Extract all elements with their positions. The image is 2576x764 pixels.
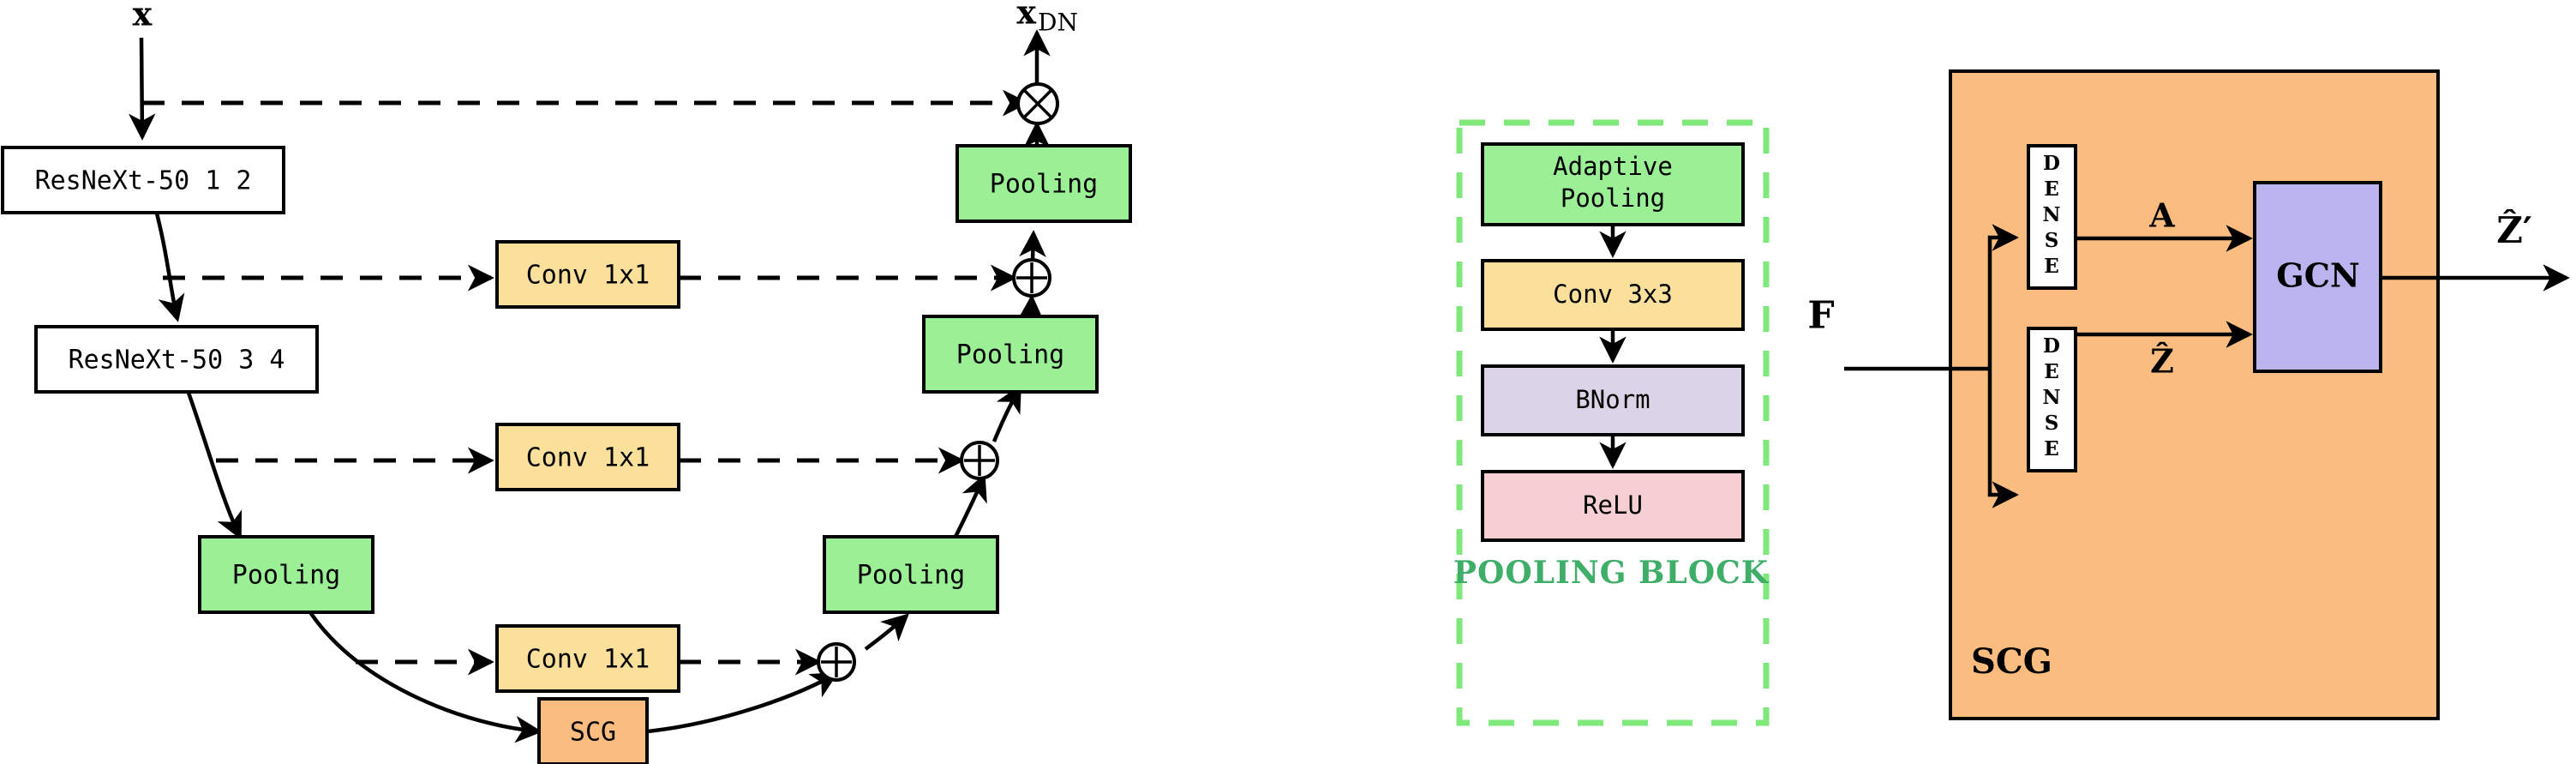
- node-dense-bottom[interactable]: D E N S E: [2027, 327, 2077, 472]
- node-conv1x1-level1-label: Conv 1x1: [526, 261, 650, 291]
- node-conv1x1-level3[interactable]: Conv 1x1: [495, 624, 680, 693]
- edge-input-to-resnext12: [129, 37, 156, 141]
- node-pooling-decoder2-label: Pooling: [956, 340, 1064, 370]
- node-pooling-decoder3-label: Pooling: [857, 561, 965, 591]
- edge-poolenc-to-scg: [309, 611, 542, 743]
- svg-text:D: D: [2043, 152, 2060, 175]
- node-conv3x3-label: Conv 3x3: [1553, 280, 1673, 309]
- edge-pooldec3-to-add2: [951, 473, 987, 542]
- output-label-x-base: x: [1016, 0, 1036, 32]
- svg-text:N: N: [2042, 203, 2060, 226]
- svg-text:E: E: [2044, 437, 2059, 460]
- node-scg-small[interactable]: SCG: [537, 697, 649, 764]
- node-conv3x3[interactable]: Conv 3x3: [1481, 259, 1745, 331]
- node-resnext34[interactable]: ResNeXt-50 3 4: [34, 325, 319, 394]
- node-dense-top[interactable]: D E N S E: [2027, 144, 2077, 290]
- output-label-dn-sub: DN: [1038, 9, 1078, 37]
- edge-label-A: A: [2148, 196, 2175, 235]
- output-label-xdn: x DN: [1016, 0, 1078, 37]
- svg-text:N: N: [2042, 386, 2060, 409]
- node-resnext12-label: ResNeXt-50 1 2: [35, 166, 252, 196]
- edge-resnext12-to-resnext34: [154, 213, 185, 322]
- svg-text:S: S: [2045, 229, 2059, 252]
- svg-text:E: E: [2044, 255, 2059, 278]
- node-bnorm-label: BNorm: [1575, 385, 1650, 414]
- edge-scg-to-add3: [646, 672, 839, 734]
- node-resnext12[interactable]: ResNeXt-50 1 2: [1, 146, 285, 214]
- scg-container: SCG: [1949, 69, 2440, 720]
- node-conv1x1-level2[interactable]: Conv 1x1: [495, 423, 680, 491]
- node-adaptive-pooling[interactable]: Adaptive Pooling: [1481, 142, 1745, 226]
- edge-add2-to-pooldec2: [991, 384, 1021, 442]
- operator-add-1[interactable]: [1012, 258, 1051, 298]
- node-relu[interactable]: ReLU: [1481, 470, 1745, 542]
- edge-resnext34-to-poolenc: [186, 392, 243, 540]
- svg-text:D: D: [2043, 334, 2060, 358]
- node-gcn-label: GCN: [2276, 256, 2359, 295]
- node-scg-small-label: SCG: [570, 718, 616, 748]
- edge-label-Zhat: Ẑ: [2150, 342, 2174, 381]
- operator-add-3[interactable]: [817, 642, 856, 682]
- edge-pooldec2-to-add1: [1017, 294, 1045, 322]
- node-bnorm[interactable]: BNorm: [1481, 364, 1745, 436]
- node-pooling-decoder3[interactable]: Pooling: [823, 535, 999, 614]
- node-pooling-decoder2[interactable]: Pooling: [922, 315, 1099, 394]
- svg-text:S: S: [2045, 412, 2059, 435]
- node-adaptive-pooling-label-line2: Pooling: [1561, 183, 1665, 213]
- input-label-x: x: [133, 0, 153, 33]
- node-pooling-decoder1-label: Pooling: [990, 170, 1098, 200]
- pooling-block-caption: POOLING BLOCK: [1453, 555, 1770, 591]
- node-adaptive-pooling-label-line1: Adaptive: [1553, 152, 1673, 181]
- node-conv1x1-level1[interactable]: Conv 1x1: [495, 240, 680, 309]
- node-gcn[interactable]: GCN: [2253, 181, 2382, 373]
- node-resnext34-label: ResNeXt-50 3 4: [69, 346, 285, 376]
- operator-add-2[interactable]: [960, 441, 999, 480]
- node-pooling-encoder[interactable]: Pooling: [198, 535, 374, 614]
- node-conv1x1-level2-label: Conv 1x1: [526, 443, 650, 473]
- edge-scg-split-top: [1987, 224, 2019, 369]
- node-pooling-decoder1[interactable]: Pooling: [956, 144, 1132, 223]
- operator-multiply-top[interactable]: [1016, 82, 1059, 125]
- svg-text:E: E: [2044, 177, 2059, 201]
- node-relu-label: ReLU: [1583, 490, 1643, 520]
- scg-container-label: SCG: [1971, 641, 2052, 682]
- edge-add3-to-pooldec3: [864, 613, 909, 651]
- svg-text:E: E: [2044, 360, 2059, 383]
- edge-scg-split-bottom: [1987, 369, 2019, 508]
- node-conv1x1-level3-label: Conv 1x1: [526, 645, 650, 675]
- pooling-block-boundary: [1456, 119, 1770, 726]
- scg-input-label-F: F: [1807, 294, 1834, 338]
- node-pooling-encoder-label: Pooling: [232, 561, 340, 591]
- scg-output-label-Zprime: Ẑ′: [2496, 208, 2532, 251]
